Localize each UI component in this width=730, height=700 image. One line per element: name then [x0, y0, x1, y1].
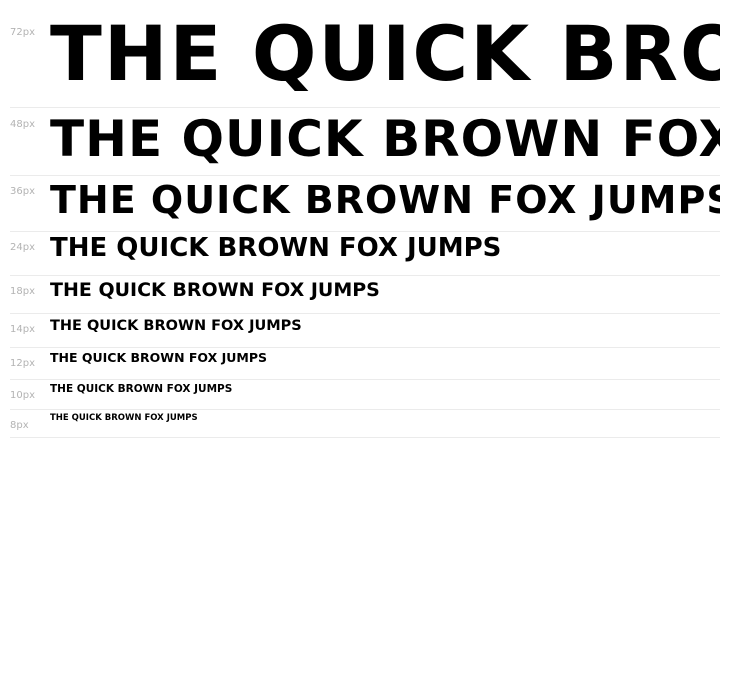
specimen-row-36px: 36px THE QUICK BROWN FOX JUMPS	[10, 176, 720, 232]
sample-text: THE QUICK BROWN FOX JUMPS	[50, 233, 502, 263]
specimen-row-12px: 12px THE QUICK BROWN FOX JUMPS	[10, 348, 720, 380]
sample-text: THE QUICK BROWN FOX JUMPS	[50, 279, 380, 301]
specimen-row-24px: 24px THE QUICK BROWN FOX JUMPS	[10, 232, 720, 276]
sample-text: THE QUICK BROWN FOX JUMPS	[50, 413, 198, 423]
sample-text: THE QUICK BROWN FOX JUMPS	[50, 110, 720, 168]
sample-text: THE QUICK BROWN FOX JUMPS	[50, 178, 720, 222]
size-label: 72px	[10, 27, 35, 38]
size-label: 8px	[10, 420, 29, 431]
sample-text: THE QUICK BROWN FOX JUMPS	[50, 383, 233, 395]
size-label: 10px	[10, 390, 35, 401]
size-label: 18px	[10, 286, 35, 297]
specimen-row-48px: 48px THE QUICK BROWN FOX JUMPS	[10, 108, 720, 176]
sample-text: THE QUICK BROWN FOX JUMPS	[50, 318, 302, 334]
specimen-row-14px: 14px THE QUICK BROWN FOX JUMPS	[10, 314, 720, 348]
font-specimen: 72px THE QUICK BROWN FOX JUMPS 48px THE …	[10, 0, 720, 440]
size-label: 14px	[10, 324, 35, 335]
specimen-row-18px: 18px THE QUICK BROWN FOX JUMPS	[10, 276, 720, 314]
size-label: 12px	[10, 358, 35, 369]
size-label: 36px	[10, 186, 35, 197]
specimen-row-8px: 8px THE QUICK BROWN FOX JUMPS	[10, 410, 720, 438]
sample-text: THE QUICK BROWN FOX JUMPS	[50, 350, 268, 365]
size-label: 24px	[10, 242, 35, 253]
sample-text: THE QUICK BROWN FOX JUMPS	[50, 9, 720, 98]
specimen-row-10px: 10px THE QUICK BROWN FOX JUMPS	[10, 380, 720, 410]
specimen-row-72px: 72px THE QUICK BROWN FOX JUMPS	[10, 0, 720, 108]
size-label: 48px	[10, 119, 35, 130]
